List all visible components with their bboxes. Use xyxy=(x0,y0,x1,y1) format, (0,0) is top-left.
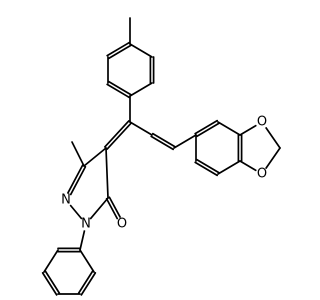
single-bond xyxy=(129,82,153,97)
double-bond-line xyxy=(106,41,131,57)
atom-symbol: O xyxy=(117,217,127,232)
single-bond xyxy=(239,124,257,136)
double-bond-line xyxy=(194,161,219,177)
single-bond xyxy=(83,147,107,167)
single-bond xyxy=(69,204,83,220)
double-bond-line xyxy=(69,165,87,196)
atom-symbol: O xyxy=(257,115,267,130)
single-bond xyxy=(265,126,281,149)
single-bond xyxy=(217,121,241,136)
double-bond-line xyxy=(44,270,61,294)
single-bond xyxy=(89,197,109,220)
double-bond-line xyxy=(151,132,176,148)
double-bond-line xyxy=(107,44,132,60)
single-bond xyxy=(173,134,197,149)
single-bond xyxy=(105,147,109,199)
atom-labels-layer: O O NN O xyxy=(59,115,269,232)
molecule-structure-diagram: O O NN O xyxy=(41,17,281,296)
double-bond-line xyxy=(106,122,133,150)
double-bond-line xyxy=(80,272,97,296)
single-bond xyxy=(239,160,257,172)
double-bond-line xyxy=(105,197,119,220)
double-bond-line xyxy=(194,119,219,135)
atom-label-n: N xyxy=(59,193,73,208)
single-bond xyxy=(217,160,241,175)
double-bond-line xyxy=(150,135,175,151)
atom-label-o: O xyxy=(115,217,129,232)
double-bond-line xyxy=(108,196,121,218)
double-bond-line xyxy=(41,272,58,296)
bonds-layer xyxy=(41,17,281,296)
single-bond xyxy=(129,43,153,58)
double-bond-line xyxy=(67,164,84,194)
single-bond xyxy=(129,121,153,136)
double-bond-line xyxy=(195,158,220,174)
single-bond xyxy=(43,249,59,273)
double-bond-line xyxy=(106,83,131,99)
atom-label-o: O xyxy=(255,115,269,130)
atom-symbol: N xyxy=(81,217,91,232)
atom-label-n: N xyxy=(79,217,93,232)
double-bond-line xyxy=(103,120,130,148)
atom-label-o: O xyxy=(255,167,269,182)
single-bond xyxy=(79,249,95,273)
double-bond-line xyxy=(77,270,94,294)
single-bond xyxy=(79,229,86,251)
single-bond xyxy=(265,147,281,170)
atom-symbol: O xyxy=(257,167,267,182)
double-bond-line xyxy=(107,80,132,96)
single-bond xyxy=(71,141,85,167)
atom-symbol: N xyxy=(61,193,71,208)
double-bond-line xyxy=(195,122,220,138)
